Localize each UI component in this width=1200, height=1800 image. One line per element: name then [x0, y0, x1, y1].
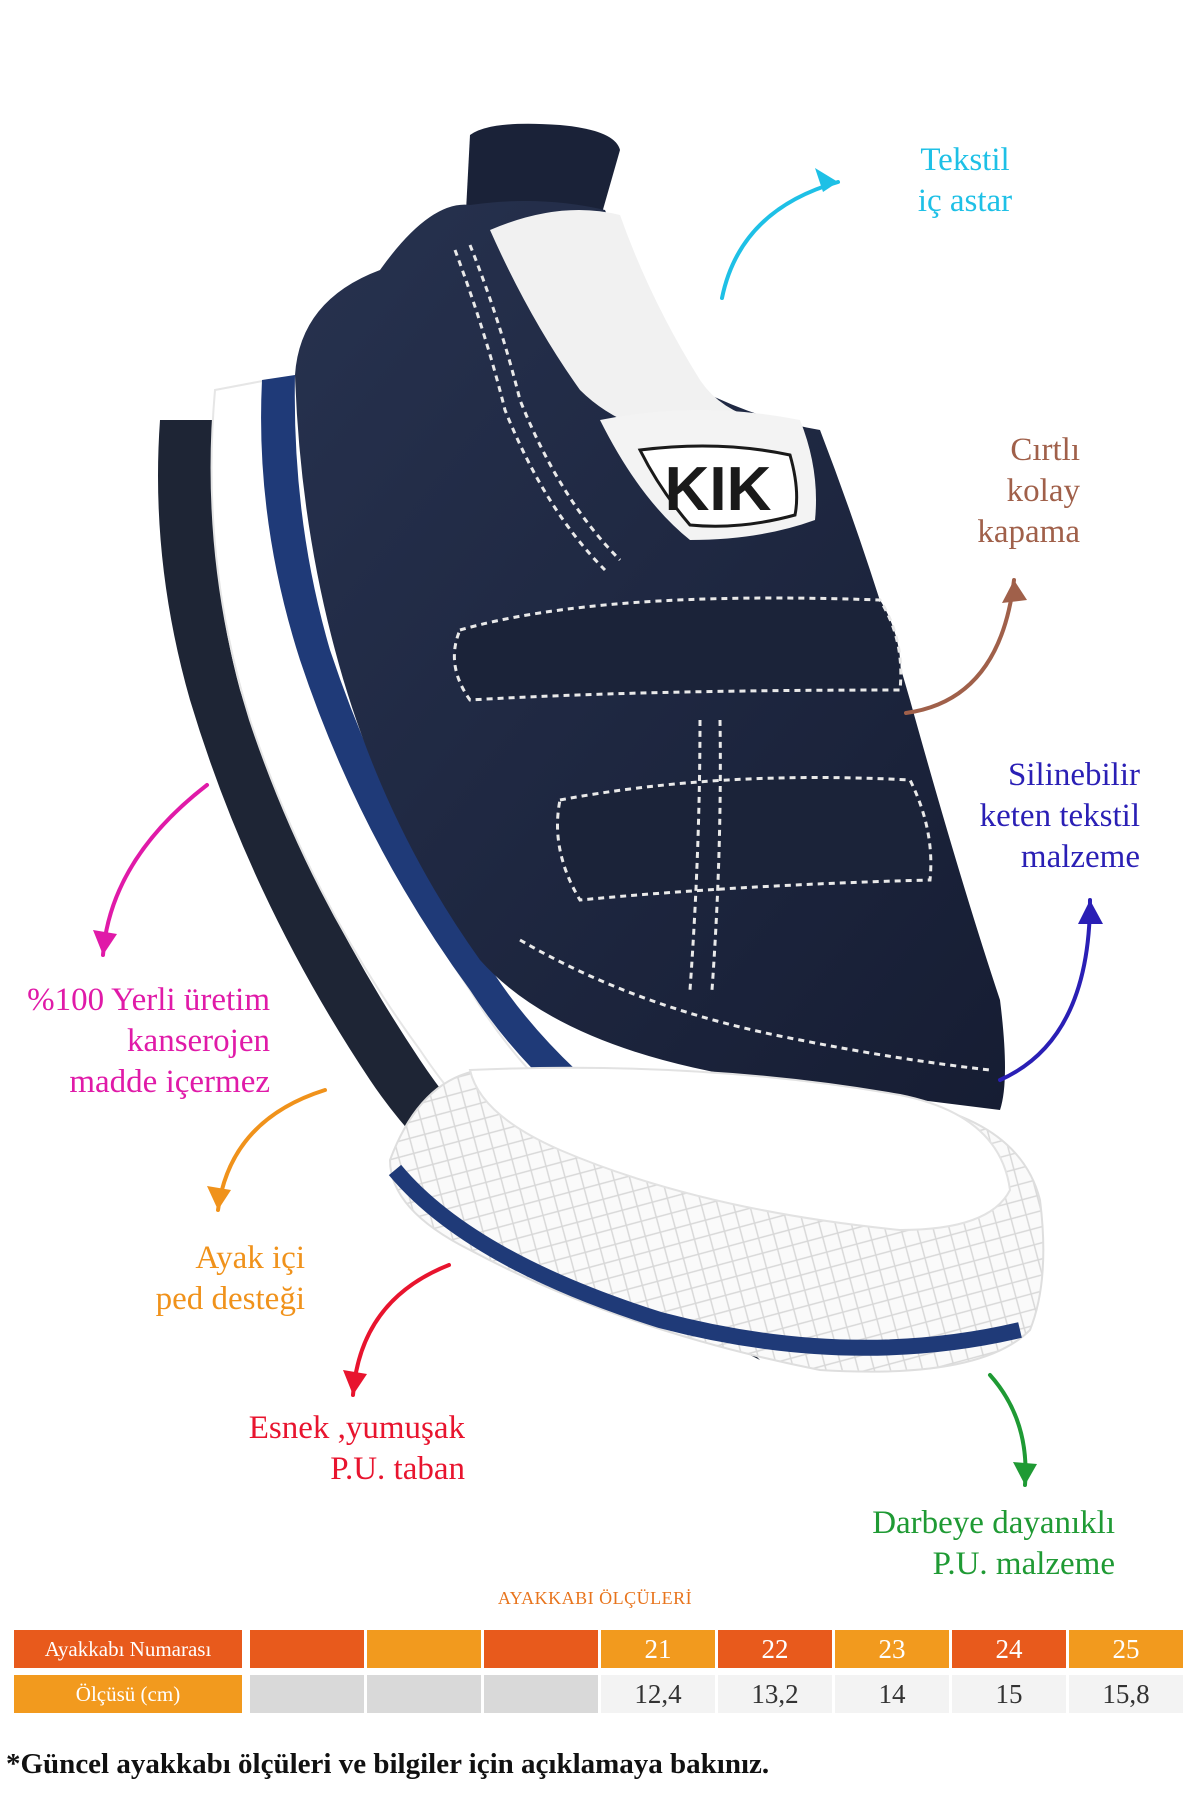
- measure-cell: 14: [835, 1675, 949, 1713]
- callout-line: ped desteği: [155, 1281, 305, 1317]
- size-table-title: AYAKKABI ÖLÇÜLERİ: [497, 1588, 693, 1608]
- size-cell: 23: [835, 1630, 949, 1668]
- measure-row-label: Ölçüsü (cm): [14, 1675, 242, 1713]
- callout-line: Esnek ,yumuşak: [248, 1410, 465, 1446]
- callout-line: Darbeye dayanıklı: [872, 1505, 1115, 1541]
- callout-line: Silinebilir: [1008, 757, 1140, 793]
- callout-line: kapama: [977, 514, 1080, 550]
- callout-line: kanserojen: [127, 1023, 270, 1059]
- size-cell: [484, 1630, 598, 1668]
- callout-lining: Tekstil iç astar: [880, 140, 1050, 222]
- callout-line: Cırtlı: [1010, 432, 1080, 468]
- callout-line: iç astar: [917, 183, 1013, 219]
- size-cell: 25: [1069, 1630, 1183, 1668]
- callout-local: %100 Yerli üretim kanserojen madde içermez: [10, 980, 270, 1103]
- callout-pad: Ayak içi ped desteği: [90, 1238, 305, 1320]
- callout-velcro: Cırtlı kolay kapama: [900, 430, 1080, 553]
- callout-line: kolay: [1006, 473, 1080, 509]
- callout-line: P.U. malzeme: [932, 1546, 1115, 1582]
- measure-cell: 13,2: [718, 1675, 832, 1713]
- measure-cell: [250, 1675, 364, 1713]
- callout-line: malzeme: [1020, 839, 1140, 875]
- measure-cell: [484, 1675, 598, 1713]
- size-cell: [367, 1630, 481, 1668]
- measure-cell: [367, 1675, 481, 1713]
- measure-cell: 15: [952, 1675, 1066, 1713]
- size-row-label: Ayakkabı Numarası: [14, 1630, 242, 1668]
- size-cell: [250, 1630, 364, 1668]
- callout-line: Ayak içi: [195, 1240, 305, 1276]
- size-cell: 24: [952, 1630, 1066, 1668]
- callout-material: Silinebilir keten tekstil malzeme: [900, 755, 1140, 878]
- callout-line: %100 Yerli üretim: [27, 982, 270, 1018]
- footnote: *Güncel ayakkabı ölçüleri ve bilgiler iç…: [6, 1748, 770, 1780]
- size-cell: 21: [601, 1630, 715, 1668]
- callout-line: madde içermez: [69, 1064, 270, 1100]
- callout-line: P.U. taban: [330, 1451, 465, 1487]
- callout-line: keten tekstil: [979, 798, 1140, 834]
- measure-cell: 15,8: [1069, 1675, 1183, 1713]
- callout-line: Tekstil: [920, 142, 1010, 178]
- brand-logo: KIK: [665, 455, 772, 524]
- size-cell: 22: [718, 1630, 832, 1668]
- measure-cell: 12,4: [601, 1675, 715, 1713]
